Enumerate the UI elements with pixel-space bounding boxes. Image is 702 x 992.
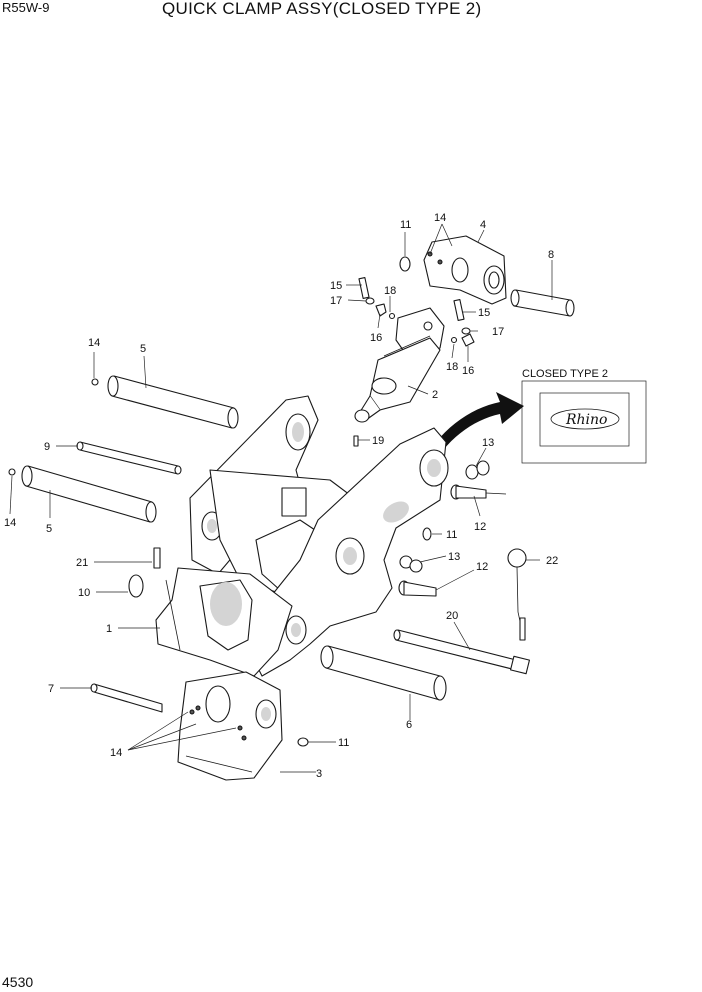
callout-11: 11	[446, 529, 457, 541]
pointer-arrow	[418, 392, 524, 472]
callout-15: 15	[330, 280, 342, 292]
pin-6	[320, 645, 447, 701]
fittings	[353, 277, 475, 447]
main-frame	[155, 395, 449, 677]
callout-19: 19	[372, 435, 384, 447]
callout-1: 1	[106, 623, 112, 635]
callout-22: 22	[546, 555, 558, 567]
pin-9	[76, 441, 182, 475]
ring-11-bottom	[297, 737, 309, 747]
callout-18: 18	[384, 285, 396, 297]
inset-title: CLOSED TYPE 2	[522, 368, 608, 380]
callout-12: 12	[474, 521, 486, 533]
callout-5: 5	[140, 343, 146, 355]
bolts-12	[398, 484, 507, 597]
logo-frame	[539, 392, 630, 447]
upper-clamp-block	[423, 235, 507, 305]
callout-7: 7	[48, 683, 54, 695]
callout-17: 17	[492, 326, 504, 338]
callout-15: 15	[478, 307, 490, 319]
callout-5: 5	[46, 523, 52, 535]
callout-16: 16	[370, 332, 382, 344]
safety-pin-22	[507, 548, 527, 641]
callout-14: 14	[434, 212, 446, 224]
inset-closed-type-2: CLOSED TYPE 2 Rhino	[521, 368, 647, 464]
callout-17: 17	[330, 295, 342, 307]
callout-3: 3	[316, 768, 322, 780]
callout-20: 20	[446, 610, 458, 622]
callout-14: 14	[4, 517, 16, 529]
callout-14: 14	[88, 337, 100, 349]
callout-labels: 11 14 4 8 15 17 18 16 15 17 18 16 2 19 1…	[4, 212, 558, 780]
callout-13: 13	[448, 551, 460, 563]
page-title: QUICK CLAMP ASSY(CLOSED TYPE 2)	[162, 0, 482, 18]
leader-lines	[9, 223, 553, 773]
model-code: R55W-9	[2, 0, 50, 15]
lower-clamp-block	[177, 671, 283, 781]
callout-6: 6	[406, 719, 412, 731]
callout-16: 16	[462, 365, 474, 377]
callout-4: 4	[480, 219, 486, 231]
callout-11: 11	[338, 737, 349, 749]
callout-8: 8	[548, 249, 554, 261]
logo-rhino: Rhino	[565, 412, 607, 428]
callout-13: 13	[482, 437, 494, 449]
inset-frame	[521, 380, 647, 464]
ring-11-top	[399, 256, 411, 272]
page-number: 4530	[2, 974, 34, 990]
hydraulic-cylinder	[354, 307, 445, 423]
pin-8	[510, 289, 575, 317]
pin-7	[90, 683, 163, 713]
callout-2: 2	[432, 389, 438, 401]
pin-5-lower	[8, 465, 157, 523]
callout-10: 10	[78, 587, 90, 599]
callout-11: 11	[400, 219, 411, 231]
ring-11-mid	[422, 527, 432, 541]
clip-21	[153, 547, 161, 569]
pin-5-upper	[91, 375, 239, 429]
rod-20	[393, 629, 531, 675]
callout-14: 14	[110, 747, 122, 759]
callout-9: 9	[44, 441, 50, 453]
washers-13	[399, 460, 490, 573]
callout-21: 21	[76, 557, 88, 569]
callout-12: 12	[476, 561, 488, 573]
callout-18: 18	[446, 361, 458, 373]
ring-10	[128, 574, 144, 598]
logo-ellipse	[550, 408, 620, 430]
